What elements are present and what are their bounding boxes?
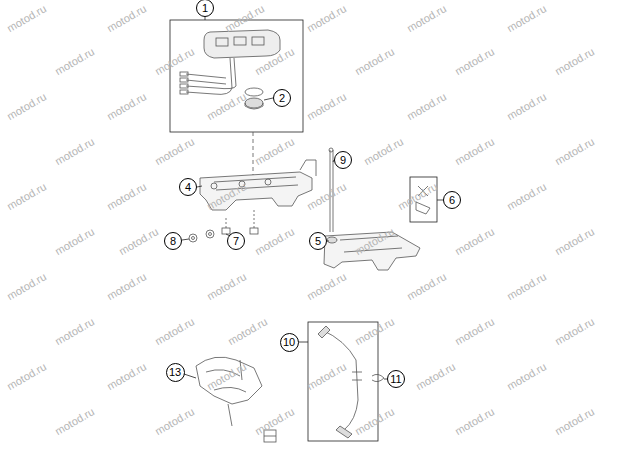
callout-circle: 7 [227,232,245,250]
callout-number: 7 [233,236,239,247]
watermark: motod.ru [253,406,296,437]
watermark: motod.ru [505,361,548,392]
callout-number: 2 [279,93,285,104]
watermark: motod.ru [553,136,596,167]
watermark: motod.ru [553,406,596,437]
watermark: motod.ru [153,46,196,77]
watermark: motod.ru [105,271,148,302]
watermark: motod.ru [5,3,48,34]
watermark: motod.ru [505,3,548,34]
watermark: motod.ru [105,3,148,34]
callout-circle: 13 [166,363,185,382]
callout-number: 9 [340,155,346,166]
watermark: motod.ru [453,226,496,257]
watermark: motod.ru [553,46,596,77]
watermark: motod.ru [353,46,396,77]
watermark: motod.ru [553,316,596,347]
watermark: motod.ru [305,361,348,392]
watermark: motod.ru [405,91,448,122]
watermark: motod.ru [105,361,148,392]
callout-number: 10 [283,337,295,348]
watermark: motod.ru [53,406,96,437]
watermark: motod.ru [505,181,548,212]
callout-circle: 10 [280,333,299,352]
callout-circle: 1 [196,0,214,17]
callout-number: 1 [202,3,208,14]
watermark: motod.ru [153,316,196,347]
watermark: motod.ru [453,136,496,167]
watermark: motod.ru [117,226,160,257]
watermark: motod.ru [205,91,248,122]
watermark: motod.ru [414,361,457,392]
watermark: motod.ru [353,316,396,347]
callout-circle: 6 [443,191,461,209]
watermark: motod.ru [396,181,439,212]
watermark: motod.ru [53,136,96,167]
watermark: motod.ru [5,361,48,392]
watermark: motod.ru [5,271,48,302]
watermark: motod.ru [305,3,348,34]
watermark: motod.ru [505,271,548,302]
watermark: motod.ru [253,136,296,167]
watermark: motod.ru [405,3,448,34]
watermark: motod.ru [553,226,596,257]
watermark: motod.ru [505,91,548,122]
watermark: motod.ru [305,91,348,122]
callout-circle: 4 [179,178,197,196]
callout-number: 4 [185,182,191,193]
callout-number: 5 [315,236,321,247]
watermark: motod.ru [53,46,96,77]
watermark: motod.ru [153,406,196,437]
watermark: motod.ru [453,316,496,347]
watermark: motod.ru [105,181,148,212]
watermark: motod.ru [405,271,448,302]
callout-circle: 5 [309,232,327,250]
callout-circle: 9 [334,151,352,169]
callout-number: 6 [449,195,455,206]
watermark: motod.ru [305,271,348,302]
watermark: motod.ru [362,136,405,167]
watermark: motod.ru [453,46,496,77]
watermark: motod.ru [5,91,48,122]
watermark: motod.ru [226,316,269,347]
callout-circle: 11 [387,370,405,388]
watermark: motod.ru [153,136,196,167]
watermark: motod.ru [53,226,96,257]
callout-number: 13 [169,367,181,378]
callout-circle: 8 [164,232,182,250]
watermark: motod.ru [253,226,296,257]
callout-number: 11 [390,374,401,385]
watermark: motod.ru [205,271,248,302]
watermark: motod.ru [223,3,266,34]
callout-circle: 2 [273,89,291,107]
watermark: motod.ru [353,406,396,437]
watermark: motod.ru [105,91,148,122]
watermark: motod.ru [53,316,96,347]
watermark: motod.ru [5,181,48,212]
callout-number: 8 [170,236,176,247]
watermark: motod.ru [453,406,496,437]
